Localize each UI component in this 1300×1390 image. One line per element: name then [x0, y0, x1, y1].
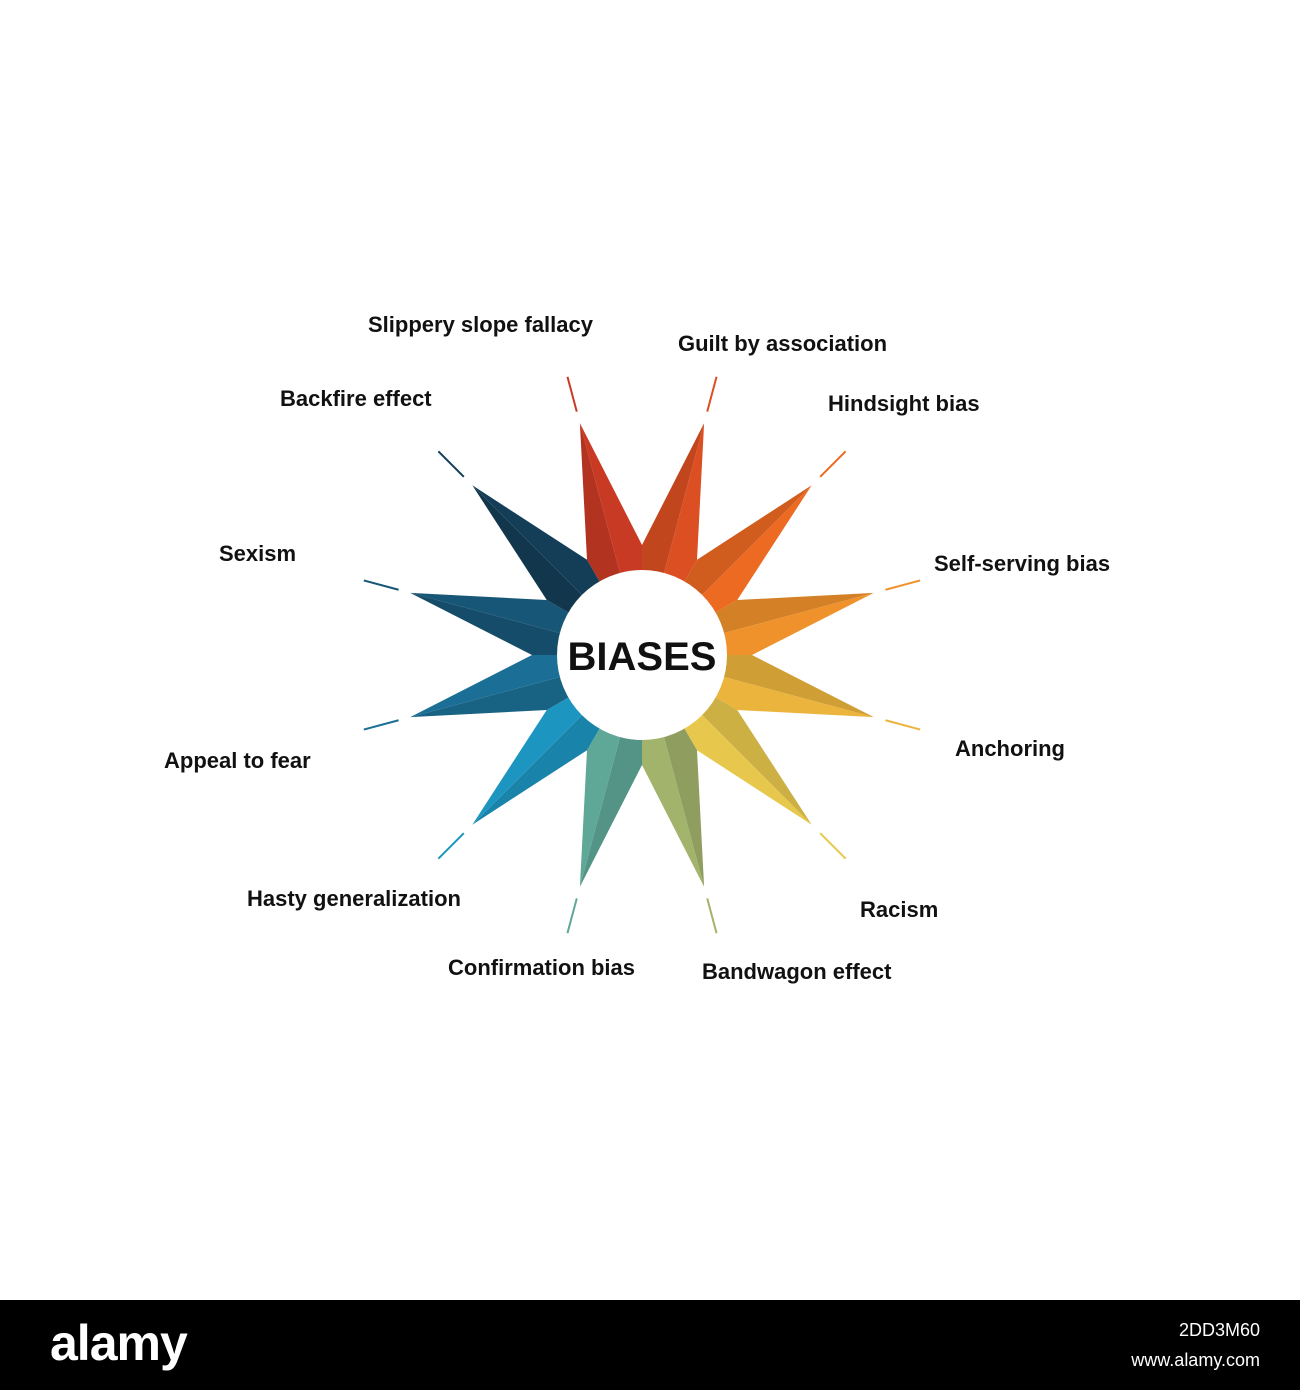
- image-id: 2DD3M60: [1179, 1320, 1260, 1341]
- bias-label: Sexism: [219, 541, 296, 566]
- bias-label: Self-serving bias: [934, 551, 1110, 576]
- connector-line: [438, 451, 463, 476]
- connector-line: [707, 377, 716, 412]
- bias-label: Hasty generalization: [247, 886, 461, 911]
- center-title: BIASES: [568, 635, 717, 679]
- bias-label: Confirmation bias: [448, 955, 635, 980]
- bias-label: Hindsight bias: [828, 391, 980, 416]
- connector-line: [820, 451, 845, 476]
- bias-label: Anchoring: [955, 736, 1065, 761]
- brand-logo: alamy: [50, 1314, 187, 1372]
- connector-line: [885, 580, 920, 589]
- connector-line: [707, 898, 716, 933]
- bias-label: Backfire effect: [280, 386, 432, 411]
- connector-line: [567, 377, 576, 412]
- site-url: www.alamy.com: [1131, 1350, 1260, 1371]
- bias-label: Bandwagon effect: [702, 959, 892, 984]
- bias-label: Appeal to fear: [164, 748, 311, 773]
- connector-line: [364, 720, 399, 729]
- connector-line: [885, 720, 920, 729]
- connector-line: [364, 580, 399, 589]
- connector-line: [820, 833, 845, 858]
- connector-line: [567, 898, 576, 933]
- bias-label: Racism: [860, 897, 938, 922]
- footer-bar: alamy 2DD3M60 www.alamy.com: [0, 1300, 1300, 1390]
- bias-label: Guilt by association: [678, 331, 887, 356]
- connector-line: [438, 833, 463, 858]
- bias-label: Slippery slope fallacy: [368, 312, 594, 337]
